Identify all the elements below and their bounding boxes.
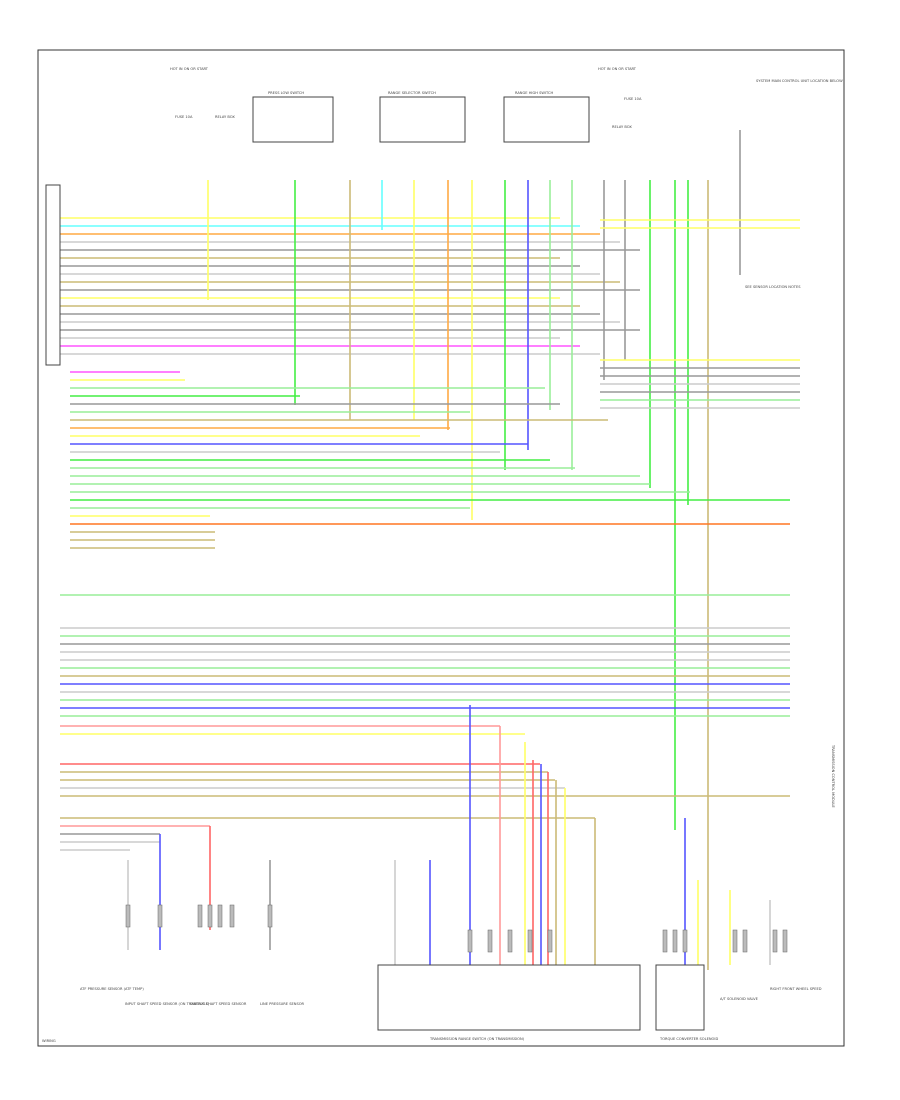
left-connector-block	[45, 184, 61, 366]
bottom-left-label: WIRING	[42, 1039, 56, 1043]
range-selector-switch-box	[379, 96, 466, 143]
connector-pin-3	[229, 904, 235, 928]
right-note: SYSTEM MAIN CONTROL UNIT LOCATION BELOW	[756, 79, 843, 83]
switch1-title: PRESS LOW SWITCH	[268, 91, 304, 95]
connector-pin-1	[207, 904, 213, 928]
connector-pin-4	[467, 929, 473, 953]
transmission-range-switch-box	[377, 964, 641, 1031]
connector-pin-9	[662, 929, 668, 953]
connector-pin-0	[197, 904, 203, 928]
connector-pin-7	[527, 929, 533, 953]
connector-pin-12	[732, 929, 738, 953]
connector-pin-8	[547, 929, 553, 953]
fuse-label-a: FUSE 10A	[175, 115, 193, 119]
bottom-label-c6: TORQUE CONVERTER SOLENOID	[659, 1037, 718, 1041]
bottom-label-c8: RIGHT FRONT WHEEL SPEED	[770, 987, 822, 991]
connector-pin-5	[487, 929, 493, 953]
connector-pin-11	[682, 929, 688, 953]
relay-label-b: RELAY BOX	[612, 125, 632, 129]
fuse-label-b: FUSE 10A	[624, 97, 642, 101]
right-note-2: SEE SENSOR LOCATION NOTES	[745, 285, 801, 289]
bottom-label-c3: OUTPUT SHAFT SPEED SENSOR	[190, 1002, 247, 1006]
connector-pin-15	[782, 929, 788, 953]
bottom-label-c2: INPUT SHAFT SPEED SENSOR (ON TRANSAXLE)	[125, 1002, 210, 1006]
right-side-text: TRANSMISSION CONTROL MODULE	[831, 744, 835, 808]
bottom-label-c7: A/T SOLENOID VALVE	[720, 997, 759, 1001]
hot-label-b: HOT IN ON OR START	[598, 67, 637, 71]
switch3-title: RANGE HIGH SWITCH	[515, 91, 553, 95]
range-high-switch-box	[503, 96, 590, 143]
connector-pin-2	[217, 904, 223, 928]
relay-label-a: RELAY BOX	[215, 115, 235, 119]
diagram-frame	[37, 49, 845, 1047]
bottom-label-c4: LINE PRESSURE SENSOR	[260, 1002, 305, 1006]
wire-group	[60, 130, 800, 970]
press-low-switch-box	[252, 96, 334, 143]
connector-pin-17	[157, 904, 163, 928]
bottom-label-c5: TRANSMISSION RANGE SWITCH (ON TRANSMISSI…	[429, 1037, 525, 1041]
torque-converter-box	[655, 964, 705, 1031]
connector-pin-16	[125, 904, 131, 928]
connector-pin-6	[507, 929, 513, 953]
switch2-title: RANGE SELECTOR SWITCH	[388, 91, 436, 95]
bottom-label-c1: ATF PRESSURE SENSOR (ATF TEMP)	[80, 987, 144, 991]
connector-pin-14	[772, 929, 778, 953]
hot-label-a: HOT IN ON OR START	[170, 67, 209, 71]
connector-pin-13	[742, 929, 748, 953]
connector-pin-18	[267, 904, 273, 928]
connector-pin-10	[672, 929, 678, 953]
